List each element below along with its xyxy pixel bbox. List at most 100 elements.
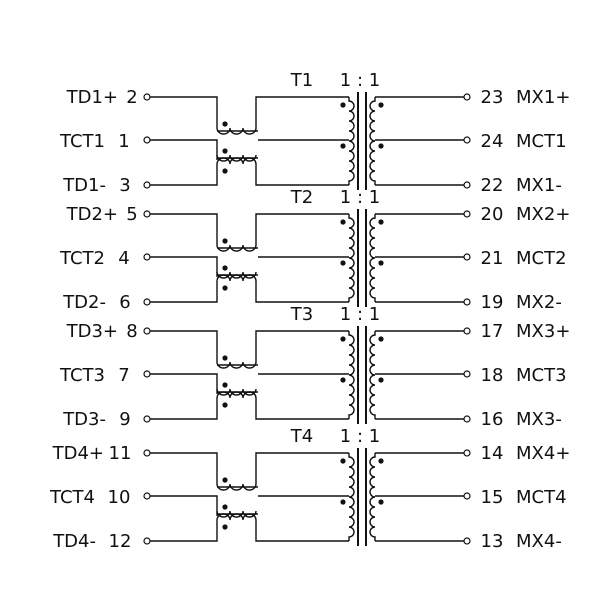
- pin-circle-mx4-minus: [463, 537, 471, 545]
- label-mx3-plus-pin: 17: [481, 321, 504, 342]
- wire-td4-minus: [150, 520, 218, 542]
- primary-winding: [348, 97, 355, 185]
- pin-circle-mx1-minus: [463, 181, 471, 189]
- wire-td3-minus: [150, 398, 218, 420]
- choke-winding-middle: [216, 154, 257, 162]
- label-td4-plus-pin: 11: [109, 443, 132, 464]
- polarity-dot: [222, 402, 228, 408]
- pin-circle-mx2-minus: [463, 298, 471, 306]
- label-mct1-name: MCT1: [516, 131, 567, 152]
- ratio-label-t4: 1 : 1: [340, 426, 380, 447]
- polarity-dot: [340, 102, 346, 108]
- polarity-dot: [222, 477, 228, 483]
- pin-circle-mct1: [463, 136, 471, 144]
- polarity-dot: [340, 336, 346, 342]
- ratio-label-t1: 1 : 1: [340, 70, 380, 91]
- wire-choke-to-primary-bottom: [255, 520, 349, 542]
- wire-choke-to-primary-top: [255, 452, 349, 484]
- label-td1-minus-pin: 3: [119, 175, 130, 196]
- wire-choke-to-primary-bottom: [255, 164, 349, 186]
- label-tct2-name: TCT2: [59, 248, 105, 269]
- label-mx2-minus-name: MX2-: [516, 292, 562, 313]
- channel-2: TD2+ 5 TCT2 4 TD2- 6 T2 1 : 1: [59, 187, 570, 313]
- label-td4-minus-pin: 12: [109, 531, 132, 552]
- label-mct2-pin: 21: [481, 248, 504, 269]
- transformer-t2: [340, 209, 384, 307]
- polarity-dot: [378, 377, 384, 383]
- choke-winding-upper: [216, 483, 257, 491]
- transformer-t3: [340, 326, 384, 424]
- wire-td2-plus: [150, 213, 218, 245]
- wire-choke-to-primary-top: [255, 96, 349, 128]
- label-td2-minus-pin: 6: [119, 292, 130, 313]
- ratio-label-t3: 1 : 1: [340, 304, 380, 325]
- label-mx1-plus-name: MX1+: [516, 87, 570, 108]
- label-tct3-name: TCT3: [59, 365, 105, 386]
- polarity-dot: [222, 121, 228, 127]
- choke-winding-upper: [216, 361, 257, 369]
- pin-circle-td2-plus: [143, 210, 151, 218]
- transformer-label-t1: T1: [290, 70, 313, 91]
- pin-circle-mx1-plus: [463, 93, 471, 101]
- pin-circle-tct1: [143, 136, 151, 144]
- label-tct2-pin: 4: [118, 248, 129, 269]
- pin-circle-mct2: [463, 253, 471, 261]
- pin-circle-td4-minus: [143, 537, 151, 545]
- label-tct1-pin: 1: [118, 131, 129, 152]
- polarity-dot: [340, 219, 346, 225]
- label-mx2-plus-pin: 20: [481, 204, 504, 225]
- label-mct4-name: MCT4: [516, 487, 567, 508]
- pin-circle-mct3: [463, 370, 471, 378]
- transformer-t1: [340, 92, 384, 190]
- polarity-dot: [222, 148, 228, 154]
- label-mct3-pin: 18: [481, 365, 504, 386]
- wire-td3-plus: [150, 330, 218, 362]
- label-mx1-plus-pin: 23: [481, 87, 504, 108]
- label-td3-plus-pin: 8: [126, 321, 137, 342]
- label-td4-plus-name: TD4+: [52, 443, 104, 464]
- wire-td4-plus: [150, 452, 218, 484]
- polarity-dot: [222, 382, 228, 388]
- common-mode-choke: [216, 121, 258, 174]
- label-mx1-minus-pin: 22: [481, 175, 504, 196]
- label-td2-minus-name: TD2-: [62, 292, 106, 313]
- label-mx4-plus-name: MX4+: [516, 443, 570, 464]
- label-td1-plus-pin: 2: [126, 87, 137, 108]
- transformer-label-t4: T4: [290, 426, 313, 447]
- transformer-label-t2: T2: [290, 187, 313, 208]
- label-tct4-pin: 10: [108, 487, 131, 508]
- polarity-dot: [378, 143, 384, 149]
- polarity-dot: [340, 458, 346, 464]
- label-td1-minus-name: TD1-: [62, 175, 106, 196]
- polarity-dot: [378, 336, 384, 342]
- channel-1: TD1+ 2 TCT1 1 TD1- 3 T1 1 : 1: [59, 70, 570, 196]
- label-mct2-name: MCT2: [516, 248, 567, 269]
- wire-tct3: [150, 373, 218, 394]
- primary-winding: [348, 453, 355, 541]
- polarity-dot: [340, 377, 346, 383]
- pin-circle-td1-plus: [143, 93, 151, 101]
- label-mx3-minus-name: MX3-: [516, 409, 562, 430]
- label-mx1-minus-name: MX1-: [516, 175, 562, 196]
- transformer-label-t3: T3: [290, 304, 313, 325]
- choke-winding-middle: [216, 510, 257, 518]
- pin-circle-tct3: [143, 370, 151, 378]
- pin-circle-td1-minus: [143, 181, 151, 189]
- choke-winding-lower: [216, 513, 257, 521]
- label-tct3-pin: 7: [118, 365, 129, 386]
- channel-3: TD3+ 8 TCT3 7 TD3- 9 T3 1 : 1: [59, 304, 570, 430]
- label-mx4-plus-pin: 14: [481, 443, 504, 464]
- polarity-dot: [378, 458, 384, 464]
- choke-winding-lower: [216, 391, 257, 399]
- label-td4-minus-name: TD4-: [52, 531, 96, 552]
- pin-circle-td3-plus: [143, 327, 151, 335]
- secondary-winding: [369, 97, 376, 185]
- label-mx2-minus-pin: 19: [481, 292, 504, 313]
- label-mct3-name: MCT3: [516, 365, 567, 386]
- polarity-dot: [340, 143, 346, 149]
- common-mode-choke: [216, 477, 258, 530]
- polarity-dot: [378, 260, 384, 266]
- pin-circle-td3-minus: [143, 415, 151, 423]
- polarity-dot: [222, 238, 228, 244]
